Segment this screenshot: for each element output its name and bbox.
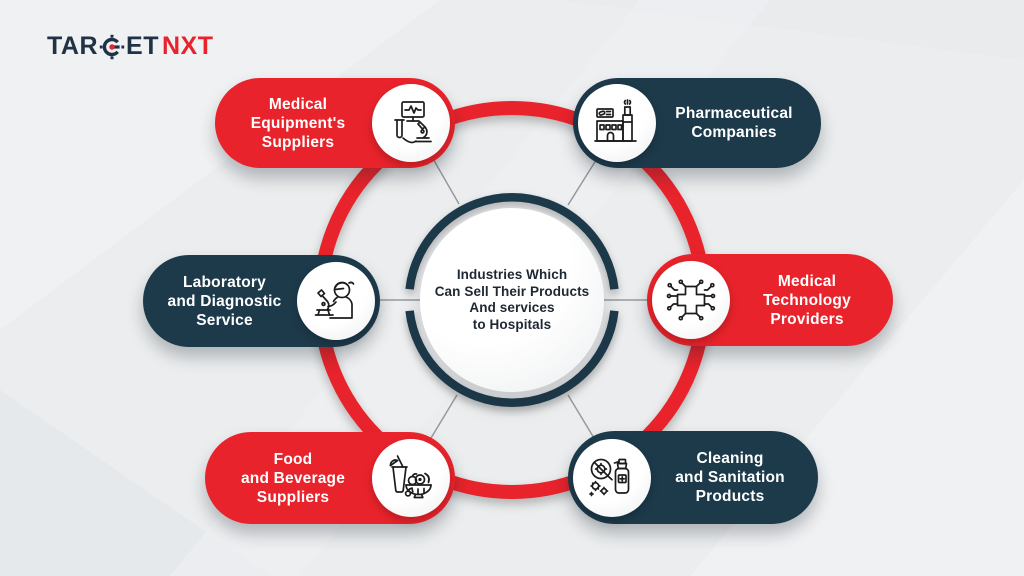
icon-badge [573,438,651,517]
node-cleaning-sanitation-products: Cleaning and Sanitation Products [568,431,818,524]
node-laboratory-diagnostic-service: Laboratory and Diagnostic Service [143,255,380,347]
connector-line [431,156,460,205]
icon-badge [372,84,450,162]
node-food-beverage-suppliers: Food and Beverage Suppliers [205,432,455,524]
node-medical-equipment-suppliers: Medical Equipment's Suppliers [215,78,455,168]
food-drink-icon [389,455,432,499]
node-label: Medical Equipment's Suppliers [250,95,346,151]
targetnxt-logo: TAR ET NXT [47,30,213,62]
node-label: Food and Beverage Suppliers [240,450,346,506]
node-label: Laboratory and Diagnostic Service [167,273,282,329]
center-circle: Industries Which Can Sell Their Products… [420,208,604,392]
target-crosshair-icon [99,34,125,60]
sanitizer-spray-icon [589,458,630,496]
logo-text-post: ET [126,31,159,60]
logo-text-accent: NXT [161,31,214,60]
logo-text-pre: TAR [47,31,99,60]
inner-navy-ring [405,193,619,407]
node-label: Medical Technology Providers [763,272,851,328]
node-label: Cleaning and Sanitation Products [675,450,785,505]
center-title: Industries Which Can Sell Their Products… [434,267,590,332]
pharma-factory-icon [594,99,637,142]
node-label: Pharmaceutical Companies [675,105,793,141]
connector-line [427,394,458,444]
node-medical-technology-providers: Medical Technology Providers [647,254,893,346]
medical-equipment-icon [394,101,432,144]
icon-badge [297,262,375,340]
connector-line [567,156,599,206]
node-pharmaceutical-companies: Pharmaceutical Companies [573,78,821,168]
icon-badge [372,439,450,517]
icon-badge [578,84,656,162]
icon-badge [652,261,730,339]
circuit-cross-icon [666,279,716,321]
microscope-scientist-icon [314,281,355,319]
connector-line [567,394,598,444]
